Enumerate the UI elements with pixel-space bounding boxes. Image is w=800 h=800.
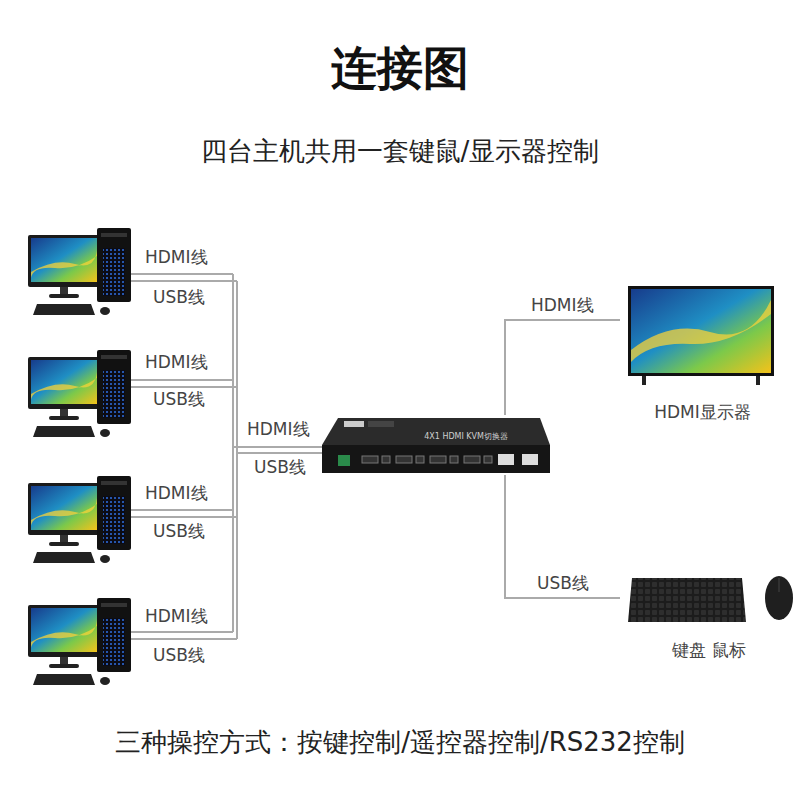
host-computer <box>28 476 131 563</box>
display-foot <box>642 376 646 385</box>
screen-wave <box>631 300 771 362</box>
hdmi-cable <box>131 273 233 275</box>
mouse-split <box>779 578 780 592</box>
cable-label: USB线 <box>535 574 591 594</box>
hdmi-cable <box>131 631 233 633</box>
hdmi-display: HDMI显示器 <box>620 283 785 423</box>
hdmi-cable <box>233 446 322 448</box>
cable-label: HDMI线 <box>529 296 596 316</box>
keyboard-mouse-illustration <box>628 576 793 622</box>
cable-bus <box>131 274 322 639</box>
cable-label: USB线 <box>153 522 205 542</box>
kvm-switch-body <box>322 418 550 473</box>
hdmi-port <box>430 456 446 463</box>
brand-plate <box>344 421 364 427</box>
usb-port <box>382 456 390 463</box>
switch-top <box>322 418 550 445</box>
switch-front <box>322 445 550 473</box>
usb-cable <box>131 280 237 282</box>
hdmi-port <box>396 456 412 463</box>
cable-label: USB线 <box>254 458 306 478</box>
cable-label: HDMI线 <box>145 607 208 627</box>
usb-cable <box>131 638 237 640</box>
hdmi-port <box>464 456 480 463</box>
keyboard-mouse: 键盘 鼠标 <box>620 565 798 661</box>
node-label: 键盘 鼠标 <box>672 641 745 661</box>
usb-port <box>522 454 538 465</box>
power-terminal <box>338 455 350 466</box>
cable-connector <box>505 475 620 598</box>
usb-trunk <box>236 281 238 639</box>
hdmi-cable <box>131 379 233 381</box>
usb-port <box>498 454 514 465</box>
node-label: HDMI显示器 <box>654 403 751 423</box>
keyboard <box>628 578 746 622</box>
cable-label: HDMI线 <box>247 420 310 440</box>
display-foot <box>756 376 760 385</box>
usb-cable <box>237 452 322 454</box>
host-computer <box>28 598 131 685</box>
brand-plate <box>368 421 394 427</box>
mouse <box>765 576 793 620</box>
subtitle: 四台主机共用一套键鼠/显示器控制 <box>0 137 800 167</box>
host-computer <box>28 350 131 437</box>
display-bezel <box>628 286 774 376</box>
hdmi-port <box>362 456 378 463</box>
cable-label: HDMI线 <box>145 248 208 268</box>
usb-port <box>416 456 424 463</box>
cable-connector <box>505 320 620 415</box>
usb-cable <box>131 386 237 388</box>
host-computer <box>28 228 131 315</box>
usb-port <box>484 456 492 463</box>
usb-port <box>450 456 458 463</box>
node-label: 4X1 HDMI KVM切换器 <box>424 432 508 441</box>
hdmi-cable <box>131 509 233 511</box>
hdmi-trunk <box>232 274 234 632</box>
display-screen <box>631 289 771 373</box>
diagram-title: 连接图 <box>0 42 800 95</box>
diagram-caption: 三种操控方式：按键控制/遥控器控制/RS232控制 <box>0 728 800 758</box>
cable-label: HDMI线 <box>145 353 208 373</box>
cable-label: USB线 <box>153 390 205 410</box>
cable-label: USB线 <box>153 288 205 308</box>
cable-label: HDMI线 <box>145 484 208 504</box>
kvm-switch: 4X1 HDMI KVM切换器 <box>320 415 552 475</box>
usb-cable <box>131 516 237 518</box>
cable-label: USB线 <box>153 646 205 666</box>
display-illustration <box>628 286 774 385</box>
